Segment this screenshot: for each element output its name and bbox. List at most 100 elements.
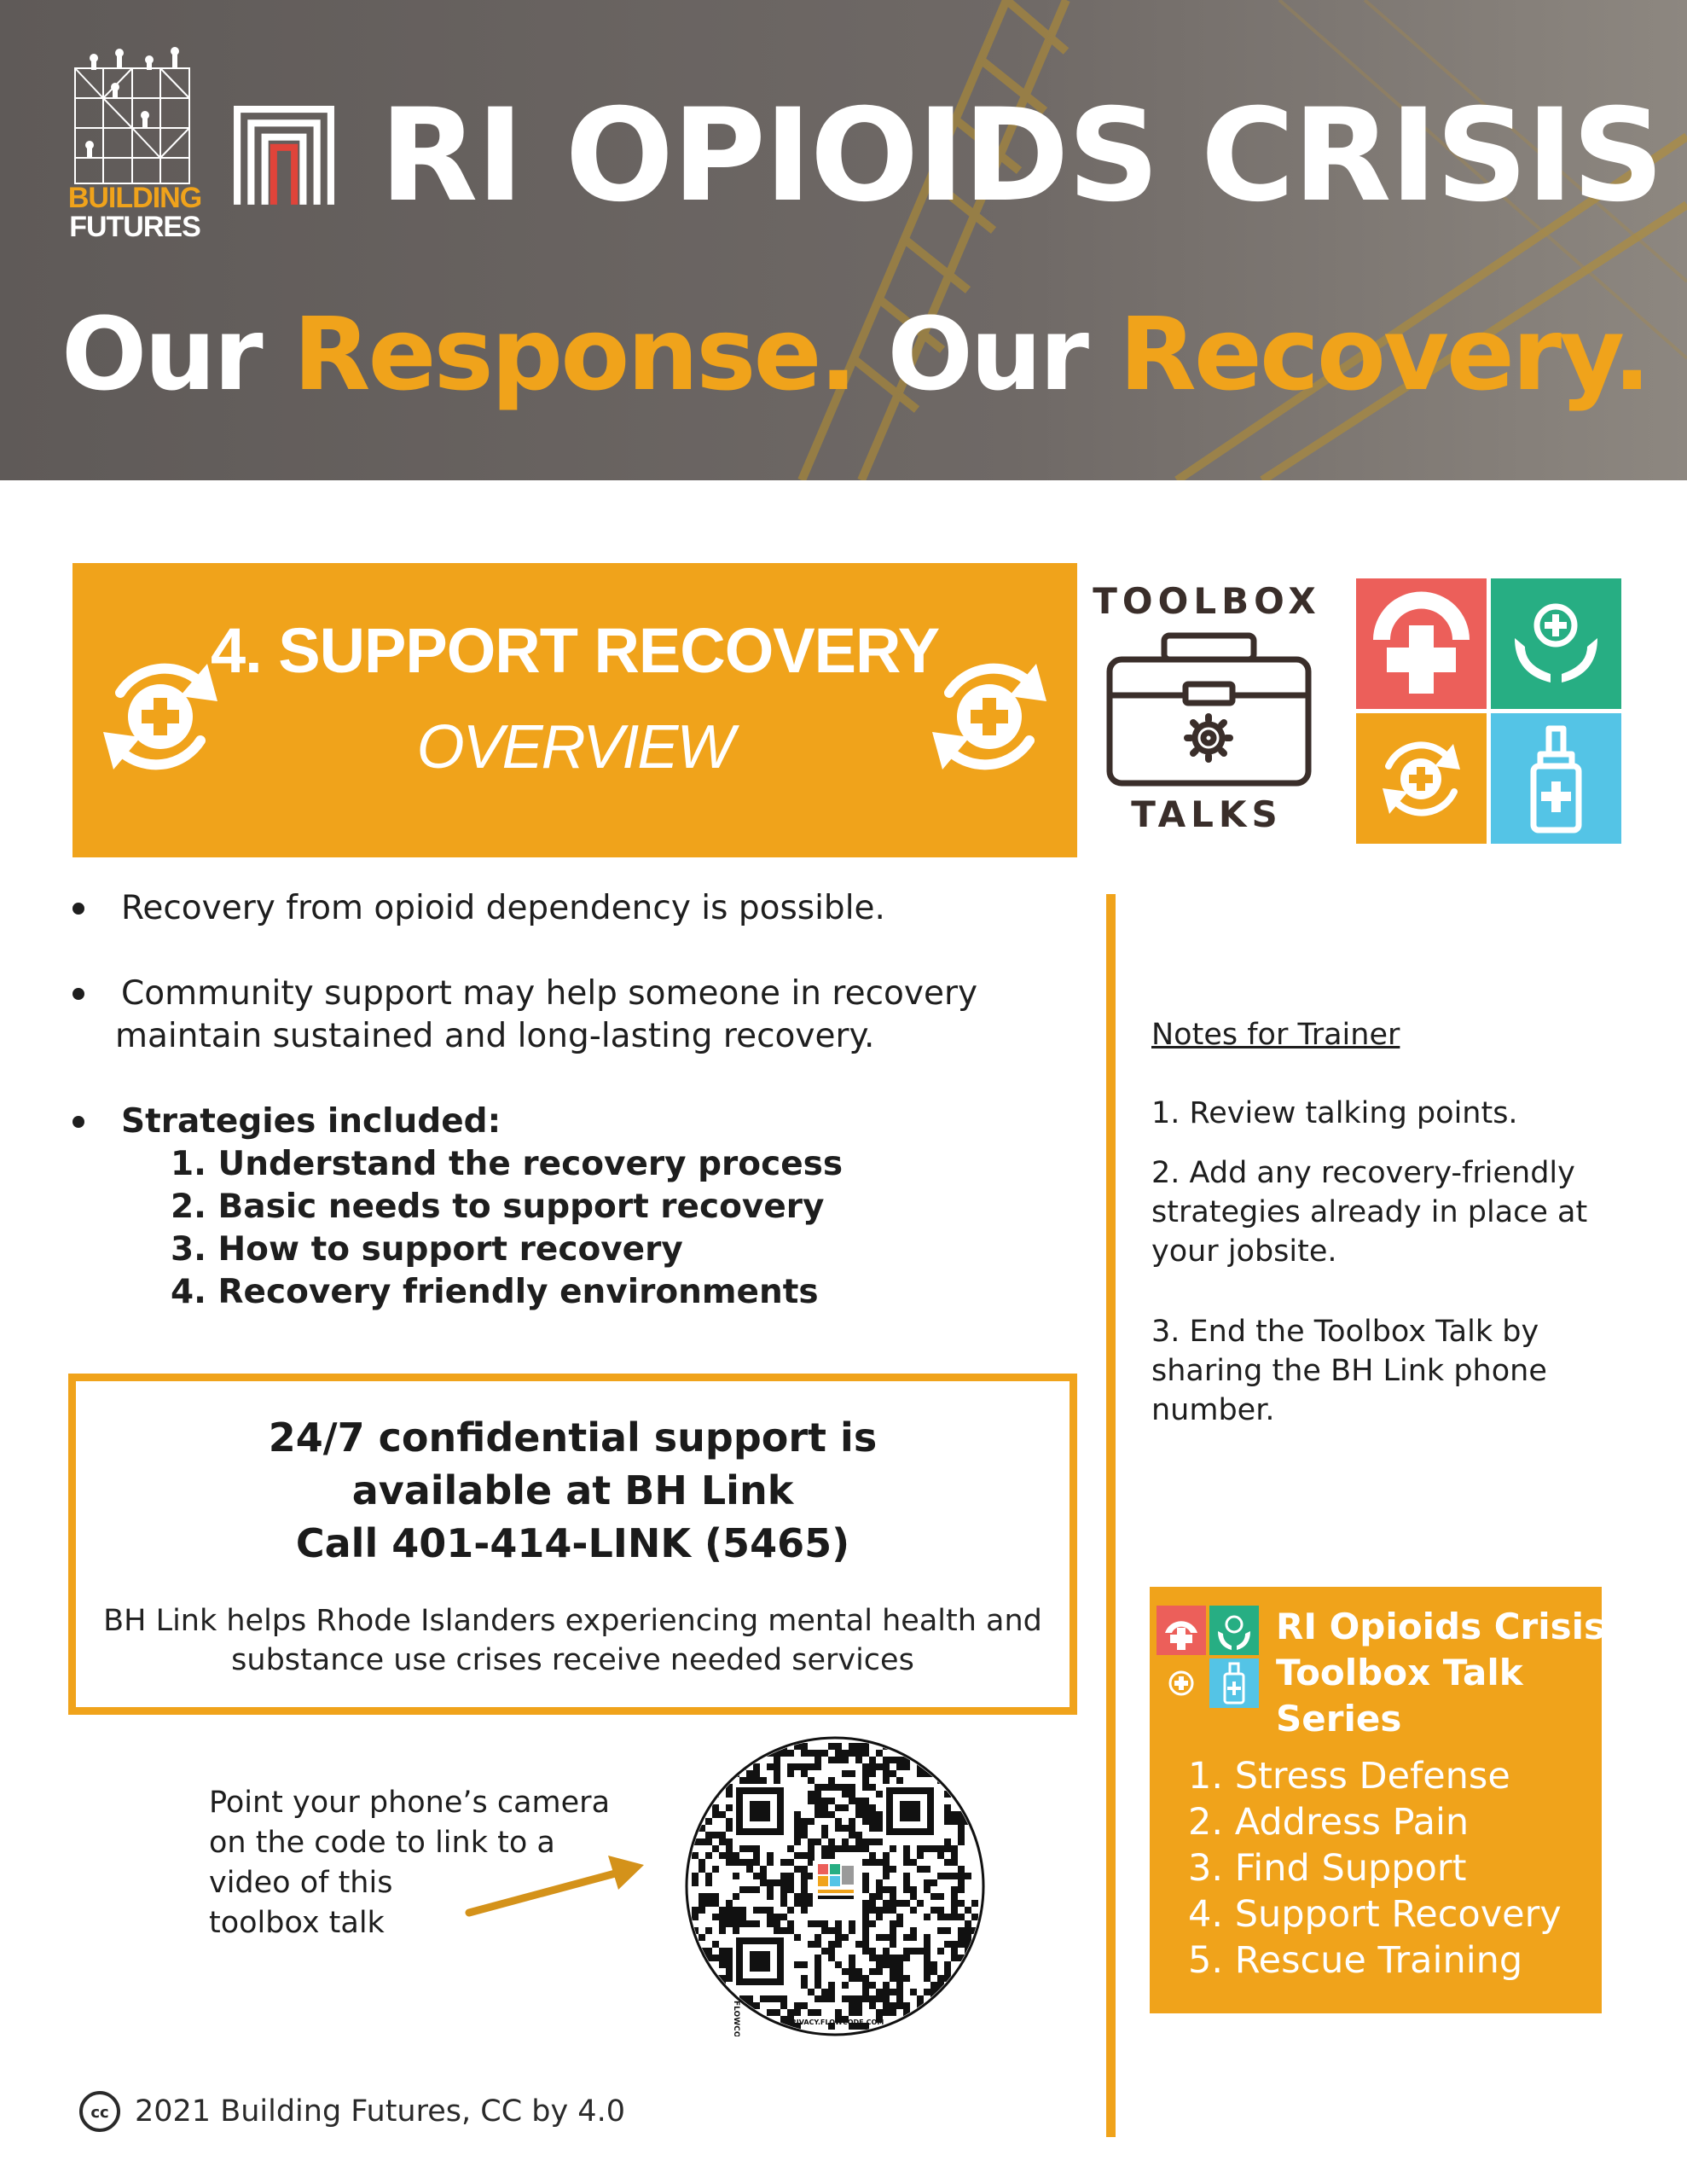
qr-module [842, 1757, 849, 1763]
qr-module [712, 1989, 719, 1995]
qr-module [930, 1879, 937, 1886]
qr-module [746, 1920, 753, 1927]
qr-module [705, 2023, 712, 2030]
qr-module [849, 1955, 855, 1961]
qr-module [739, 1845, 746, 1852]
qr-module [726, 1804, 733, 1811]
qr-module [876, 1961, 883, 1968]
qr-module [828, 1784, 835, 1791]
qr-module [937, 1948, 944, 1955]
qr-module [862, 1982, 869, 1989]
qr-module [692, 1975, 699, 1982]
qr-module [794, 1743, 801, 1750]
qr-module [801, 1982, 808, 1989]
qr-module [828, 1955, 835, 1961]
qr-brand-label: FLOWCODE [732, 2001, 740, 2036]
qr-module [937, 1927, 944, 1934]
qr-module [753, 1907, 760, 1914]
qr-module [876, 1995, 883, 2002]
qr-module [767, 1743, 774, 1750]
qr-module [692, 1811, 699, 1818]
qr-module [862, 1743, 869, 1750]
qr-module [733, 1893, 739, 1900]
qr-module [821, 1845, 828, 1852]
qr-module [849, 1995, 855, 2002]
qr-module [876, 1934, 883, 1941]
qr-module [958, 1879, 965, 1886]
qr-module [719, 1832, 726, 1838]
qr-module [883, 1955, 890, 1961]
qr-module [876, 1955, 883, 1961]
qr-module [780, 1927, 787, 1934]
qr-module [739, 1920, 746, 1927]
crane-background-image [0, 0, 1687, 480]
qr-module [883, 1934, 890, 1941]
qr-module [958, 1927, 965, 1934]
bh-link-desc-line: substance use crises receive needed serv… [231, 1643, 914, 1677]
qr-module [958, 1989, 965, 1995]
qr-module [944, 1968, 951, 1975]
qr-module [712, 1866, 719, 1873]
qr-module [712, 1893, 719, 1900]
qr-module [862, 1948, 869, 1955]
qr-module [767, 1763, 774, 1770]
qr-module [971, 1763, 978, 1770]
qr-center-logo [813, 1861, 857, 1912]
qr-module [924, 1743, 930, 1750]
qr-module [801, 1825, 808, 1832]
qr-module [903, 1873, 910, 1879]
qr-module [869, 1893, 876, 1900]
qr-module [883, 1961, 890, 1968]
qr-module [705, 1955, 712, 1961]
qr-module [958, 1811, 965, 1818]
qr-module [924, 1955, 930, 1961]
qr-module [910, 1934, 917, 1941]
qr-module [692, 1982, 699, 1989]
qr-module [958, 2023, 965, 2030]
qr-module [876, 1914, 883, 1920]
qr-module [937, 1982, 944, 1989]
qr-module [719, 1975, 726, 1982]
qr-module [937, 1852, 944, 1859]
qr-module [890, 1893, 896, 1900]
qr-module [862, 1763, 869, 1770]
qr-module [876, 1907, 883, 1914]
qr-module [930, 1907, 937, 1914]
qr-code[interactable]: FLOWCODE PRIVACY.FLOWCODE.COM [685, 1736, 985, 2036]
qr-module [896, 1900, 903, 1907]
qr-module [890, 1900, 896, 1907]
qr-module [944, 2009, 951, 2016]
qr-module [842, 1968, 849, 1975]
qr-module [910, 1927, 917, 1934]
qr-module [828, 2023, 835, 2030]
qr-module [808, 1920, 815, 1927]
qr-module [890, 1934, 896, 1941]
qr-module [753, 1886, 760, 1893]
qr-module [733, 1852, 739, 1859]
qr-module [849, 1818, 855, 1825]
qr-module [930, 2002, 937, 2009]
qr-module [753, 1845, 760, 1852]
series-title-line: RI Opioids Crisis [1276, 1606, 1606, 1647]
qr-module [828, 1811, 835, 1818]
qr-module [828, 1995, 835, 2002]
qr-module [692, 1968, 699, 1975]
tagline-part3: Our [855, 295, 1120, 413]
trainer-note-item: 3. End the Toolbox Talk by sharing the B… [1151, 1315, 1547, 1427]
qr-module [958, 1757, 965, 1763]
qr-module [726, 1859, 733, 1866]
qr-module [726, 1907, 733, 1914]
qr-module [958, 1866, 965, 1873]
logo-line-futures: FUTURES [69, 211, 201, 243]
qr-module [705, 1832, 712, 1838]
qr-module [944, 1811, 951, 1818]
qr-module [719, 1989, 726, 1995]
qr-module [903, 1934, 910, 1941]
qr-module [855, 1811, 862, 1818]
qr-module [821, 1948, 828, 1955]
qr-module [937, 1845, 944, 1852]
qr-module [726, 1757, 733, 1763]
qr-module [801, 1743, 808, 1750]
series-mini-icon-grid [1157, 1606, 1259, 1708]
qr-module [965, 1927, 971, 1934]
